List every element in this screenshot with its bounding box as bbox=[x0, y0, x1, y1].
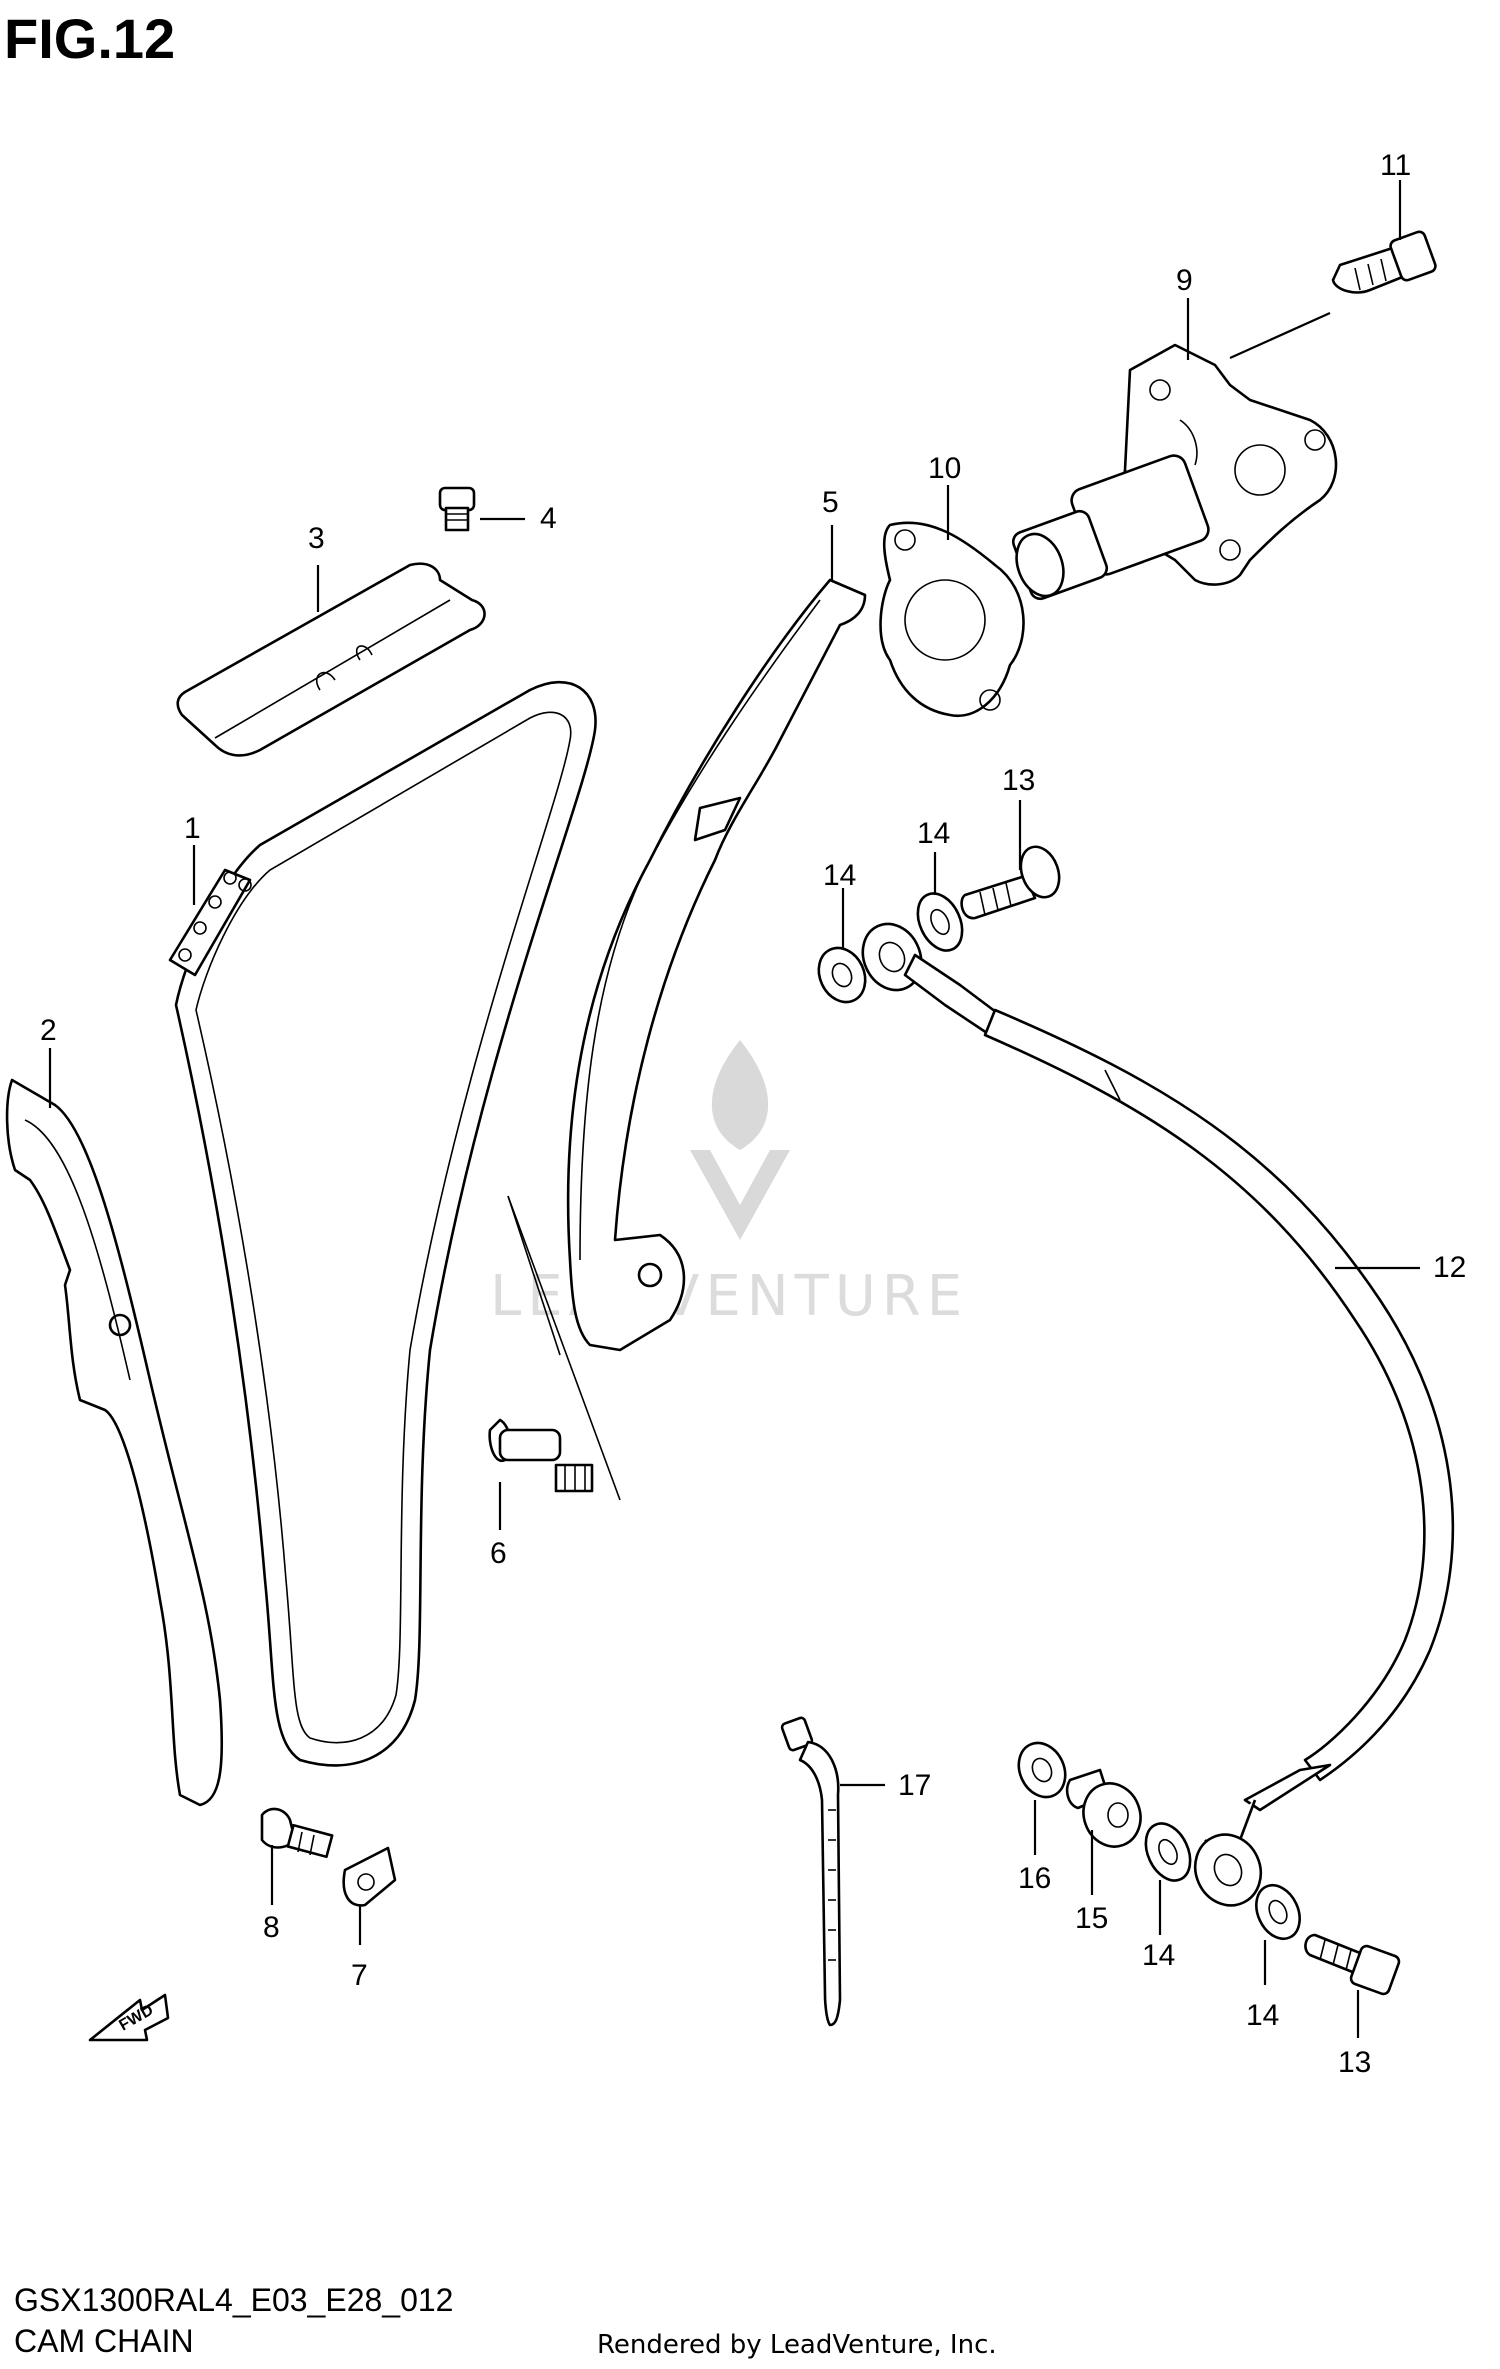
part-1-cam-chain[interactable] bbox=[168, 680, 597, 1767]
callout-13-top: 13 bbox=[1002, 764, 1035, 797]
part-15-bolt[interactable] bbox=[1065, 1768, 1149, 1855]
callout-16: 16 bbox=[1018, 1862, 1051, 1895]
callout-4: 4 bbox=[540, 502, 557, 535]
part-9-cam-chain-tensioner[interactable] bbox=[1008, 343, 1338, 603]
part-14-top-washer-b[interactable] bbox=[810, 940, 874, 1009]
part-14-top-washer-a[interactable] bbox=[909, 886, 971, 957]
callout-14-top-b: 14 bbox=[823, 859, 856, 892]
callout-10: 10 bbox=[928, 452, 961, 485]
rendered-by-credit: Rendered by LeadVenture, Inc. bbox=[597, 2330, 997, 2360]
callout-11: 11 bbox=[1380, 149, 1411, 182]
part-13-top-banjo-bolt[interactable] bbox=[960, 841, 1066, 920]
watermark-text: LEADVENTURE bbox=[490, 1264, 968, 1329]
callout-17: 17 bbox=[898, 1769, 931, 1802]
part-16-washer[interactable] bbox=[1010, 1735, 1074, 1804]
diagram-name: CAM CHAIN bbox=[14, 2323, 194, 2359]
callout-8: 8 bbox=[263, 1911, 280, 1944]
part-14-bottom-washer-a[interactable] bbox=[1137, 1816, 1199, 1887]
callout-14-bottom-b: 14 bbox=[1246, 1999, 1279, 2032]
callout-3: 3 bbox=[308, 522, 325, 555]
callout-2: 2 bbox=[40, 1014, 57, 1047]
fwd-arrow-icon: FWD bbox=[88, 1993, 170, 2042]
callout-14-top-a: 14 bbox=[917, 817, 950, 850]
callout-1: 1 bbox=[184, 812, 201, 845]
callout-12: 12 bbox=[1433, 1251, 1466, 1284]
callout-9: 9 bbox=[1176, 264, 1193, 297]
part-11-bolt[interactable] bbox=[1331, 230, 1437, 294]
part-8-screw[interactable] bbox=[260, 1807, 334, 1859]
callout-14-bottom-a: 14 bbox=[1142, 1939, 1175, 1972]
part-7-washer-plate[interactable] bbox=[342, 1846, 397, 1907]
callout-13-bottom: 13 bbox=[1338, 2046, 1371, 2079]
callout-5: 5 bbox=[822, 486, 839, 519]
watermark-logo: LEADVENTURE bbox=[490, 1040, 968, 1329]
part-14-bottom-washer-b[interactable] bbox=[1248, 1878, 1308, 1946]
callout-15: 15 bbox=[1075, 1902, 1108, 1935]
part-3-guide-plate[interactable] bbox=[176, 562, 486, 757]
part-10-gasket[interactable] bbox=[879, 521, 1025, 718]
callout-numbers: 11 9 10 5 4 3 1 2 6 13 14 14 12 17 16 15… bbox=[40, 149, 1466, 2079]
diagram-code: GSX1300RAL4_E03_E28_012 bbox=[14, 2282, 454, 2318]
part-13-bottom-banjo-bolt[interactable] bbox=[1304, 1933, 1401, 1996]
part-5-tensioner-guide[interactable] bbox=[566, 578, 867, 1352]
leader-lines bbox=[48, 180, 1420, 2038]
callout-6: 6 bbox=[490, 1537, 507, 1570]
figure-title: FIG.12 bbox=[4, 7, 176, 70]
part-6-pivot-bolt[interactable] bbox=[488, 1195, 621, 1501]
part-4-bolt[interactable] bbox=[438, 486, 476, 532]
part-17-cable-tie[interactable] bbox=[780, 1716, 842, 2027]
part-12-oil-hose[interactable] bbox=[852, 914, 1455, 1916]
callout-7: 7 bbox=[351, 1959, 368, 1992]
part-2-chain-guide[interactable] bbox=[5, 1078, 224, 1807]
